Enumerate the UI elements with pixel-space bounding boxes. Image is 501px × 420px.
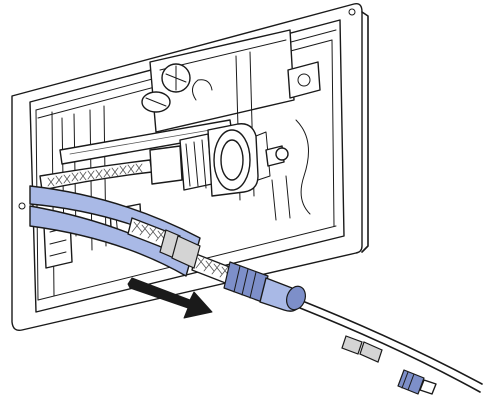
pull-arrow-icon <box>127 277 213 319</box>
service-hose <box>29 185 483 395</box>
